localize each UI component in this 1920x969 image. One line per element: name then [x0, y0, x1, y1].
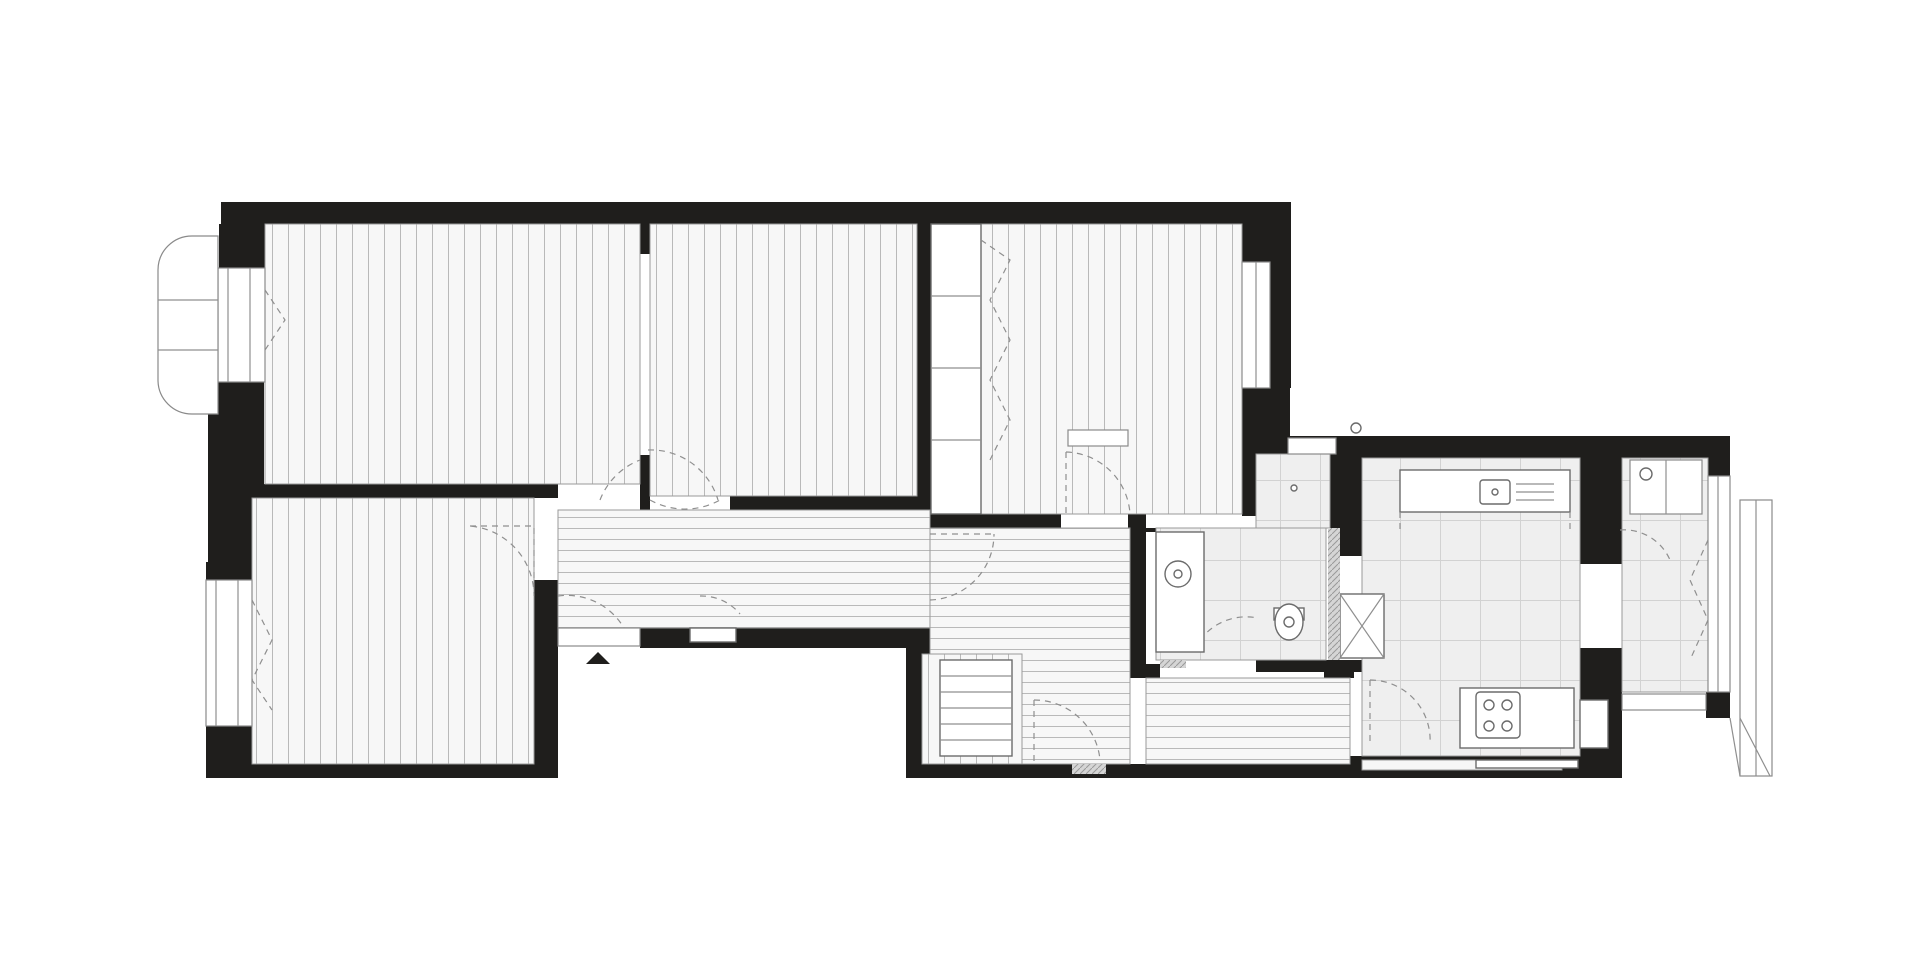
room-bedroom-northwest: [264, 223, 641, 485]
room-bedroom-southwest: [251, 497, 535, 765]
wardrobe: [930, 223, 1011, 515]
kitchen-sink-icon: [1479, 479, 1554, 505]
shower-icon: [1339, 593, 1385, 659]
stairs-icon: [939, 659, 1013, 757]
room-bedroom-northeast: [980, 223, 1243, 515]
kitchen-fixtures: [1361, 469, 1609, 771]
bathroom-fixtures: [1155, 528, 1385, 668]
entry-arrow-icon: [586, 652, 610, 664]
door-swings: [469, 449, 1671, 764]
balcony: [157, 235, 219, 415]
back-porch: [1621, 459, 1773, 777]
stove-icon: [1475, 691, 1521, 739]
hallway-fixtures: [557, 429, 1129, 774]
windows: [205, 261, 1731, 727]
pantry-fixtures: [1287, 422, 1362, 492]
room-hallway: [557, 509, 931, 629]
room-storage: [1145, 677, 1351, 765]
room-bedroom-north-center: [649, 223, 918, 497]
toilet-icon: [1273, 603, 1305, 641]
